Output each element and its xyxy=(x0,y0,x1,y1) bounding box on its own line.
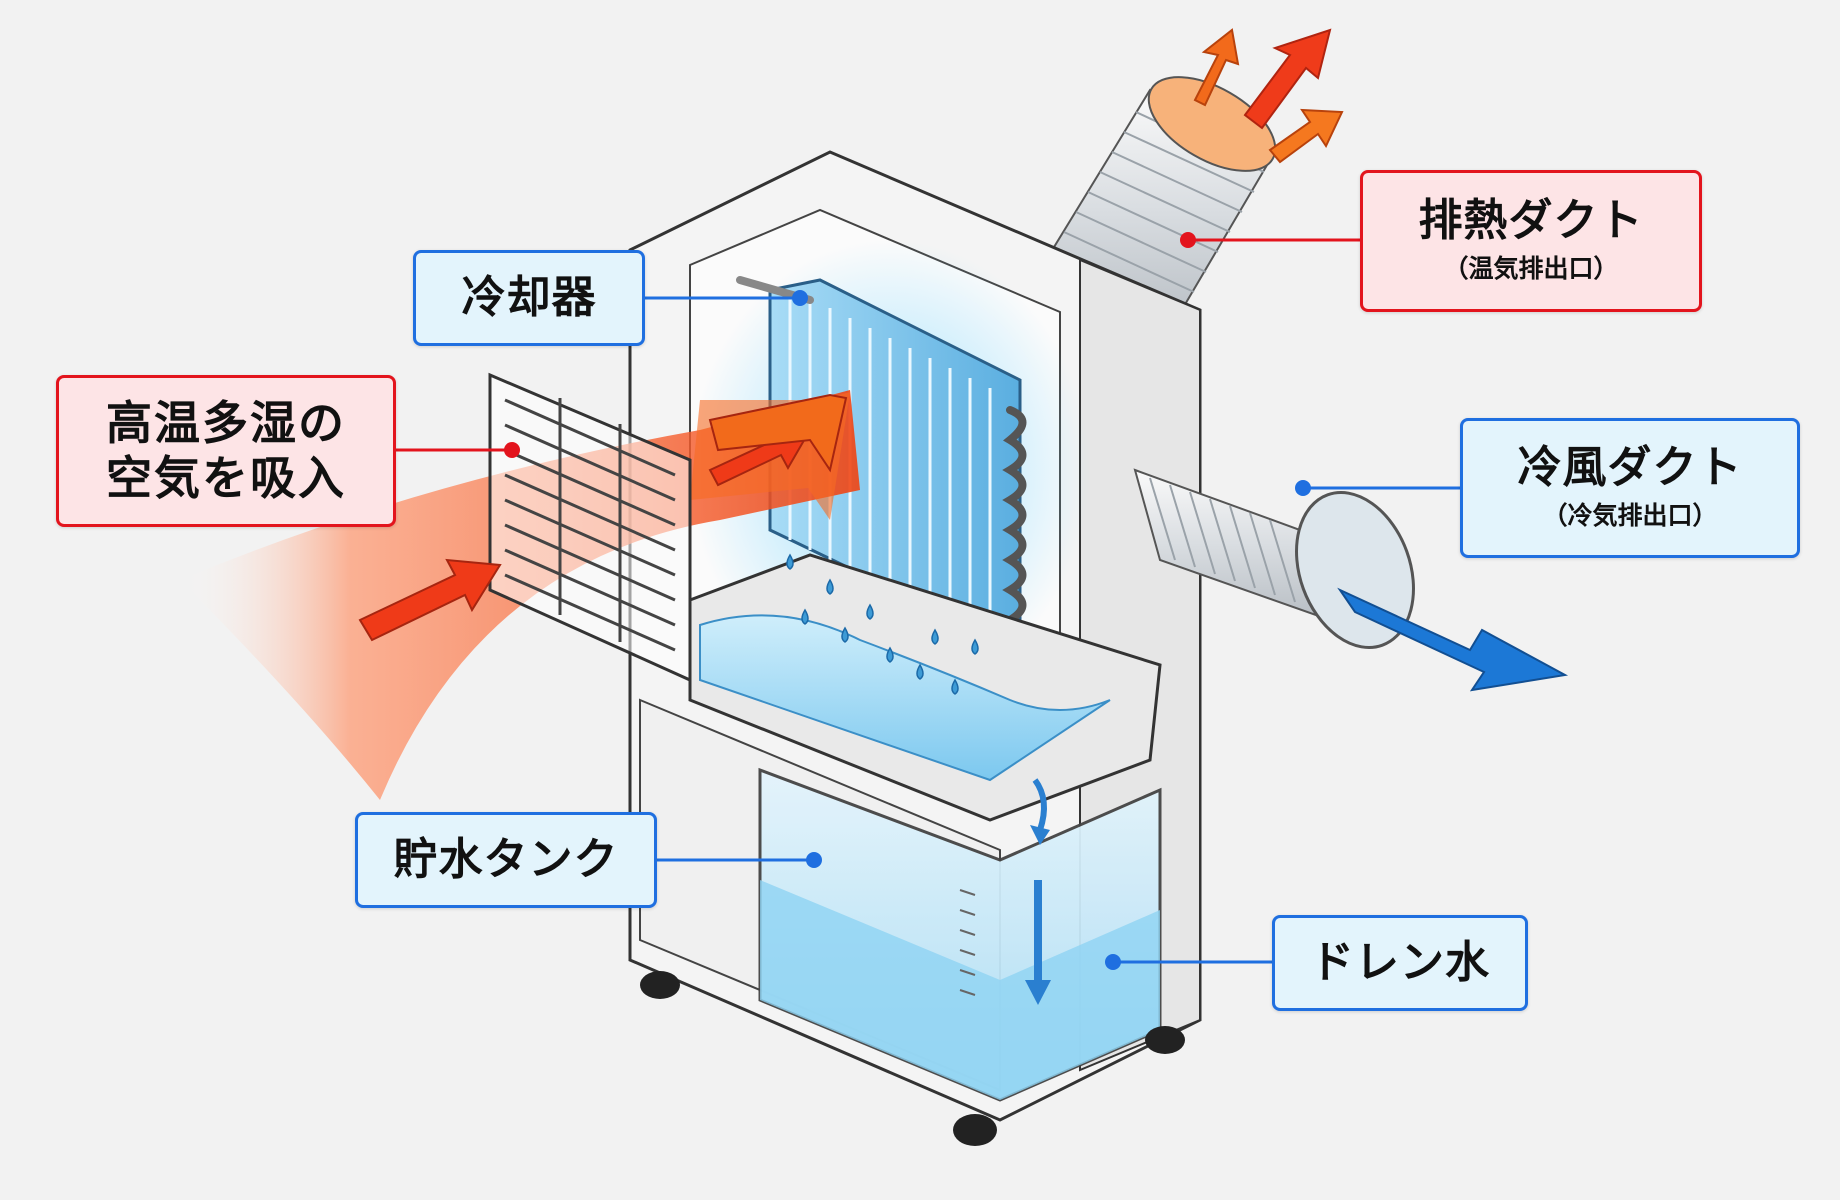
water-tray xyxy=(688,553,1162,822)
cooler-coil xyxy=(736,276,1027,653)
label-drain-water-text: ドレン水 xyxy=(1310,936,1490,988)
water-tank xyxy=(758,767,1162,1102)
label-air-intake: 高温多湿の 空気を吸入 xyxy=(56,375,396,527)
label-cold-air-duct: 冷風ダクト （冷気排出口） xyxy=(1460,418,1800,558)
label-cold-air-duct-title: 冷風ダクト xyxy=(1517,442,1743,494)
label-water-tank-text: 貯水タンク xyxy=(393,833,619,885)
label-air-intake-line1: 高温多湿の xyxy=(106,395,346,450)
label-cooler-text: 冷却器 xyxy=(461,271,597,323)
label-air-intake-line2: 空気を吸入 xyxy=(106,451,346,505)
label-exhaust-duct: 排熱ダクト （温気排出口） xyxy=(1360,170,1702,312)
label-cooler: 冷却器 xyxy=(413,250,645,346)
label-cold-air-duct-sub: （冷気排出口） xyxy=(1542,501,1718,531)
casters xyxy=(640,971,1185,1146)
label-water-tank: 貯水タンク xyxy=(355,812,657,908)
label-drain-water: ドレン水 xyxy=(1272,915,1528,1011)
cold-air-duct xyxy=(1133,468,1569,692)
exhaust-arrows xyxy=(1193,28,1344,164)
label-leaders xyxy=(395,232,1460,970)
label-exhaust-duct-title: 排熱ダクト xyxy=(1418,195,1644,247)
label-exhaust-duct-sub: （温気排出口） xyxy=(1443,254,1619,284)
hot-air-arrows xyxy=(358,393,848,642)
